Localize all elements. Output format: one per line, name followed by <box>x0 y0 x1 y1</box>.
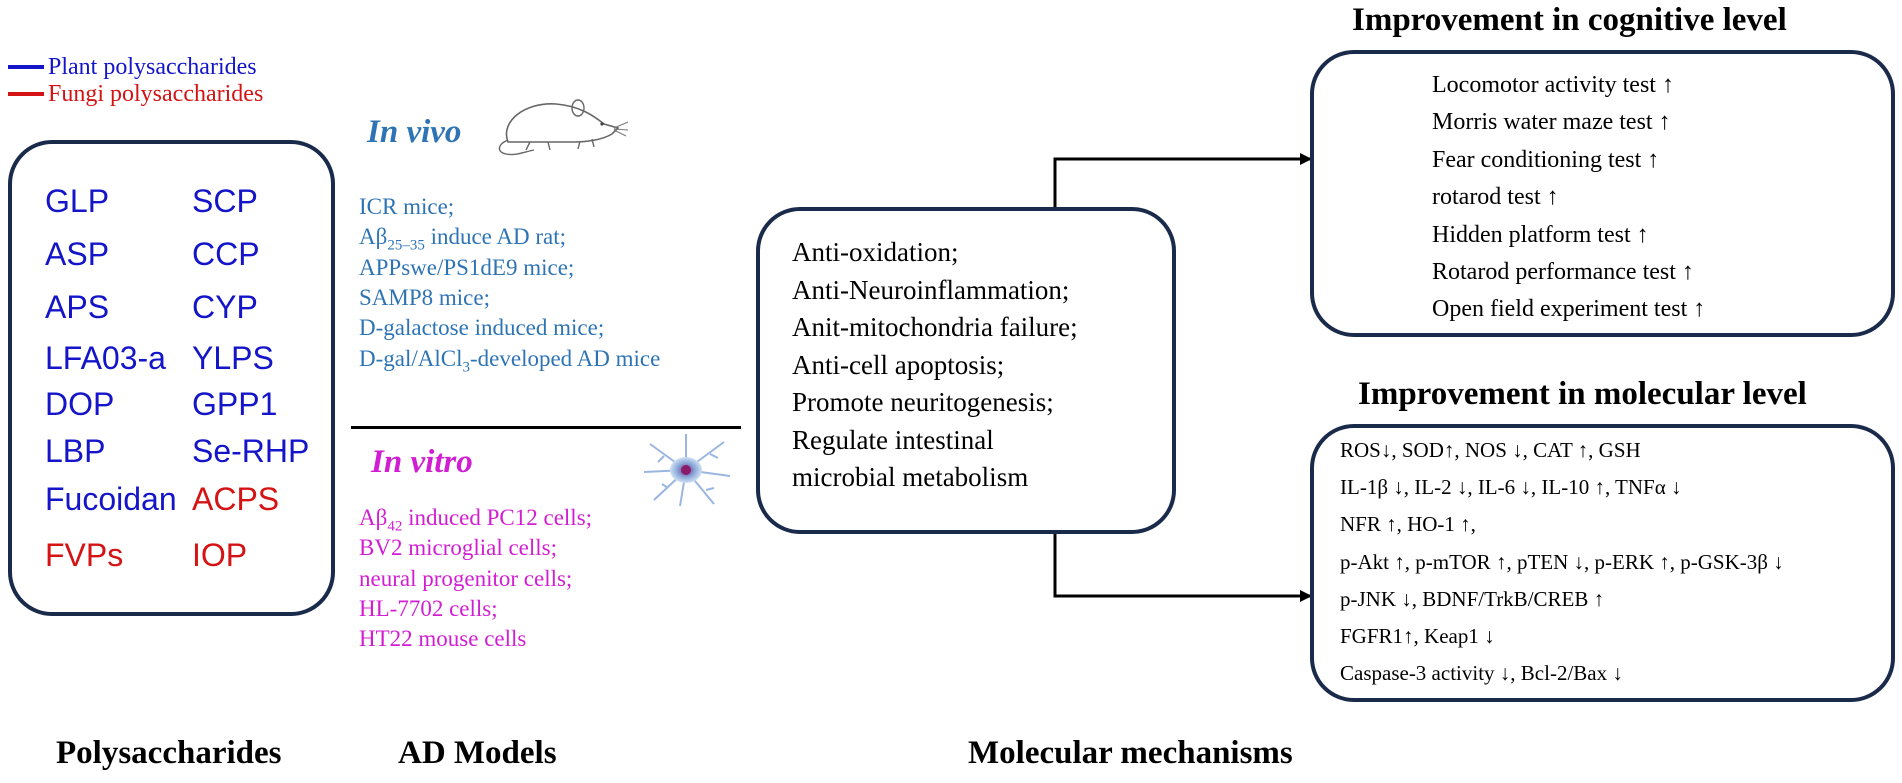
cognitive-test-item: Fear conditioning test ↑ <box>1432 146 1660 173</box>
molecular-marker-item: IL-1β ↓, IL-2 ↓, IL-6 ↓, IL-10 ↑, TNFα ↓ <box>1340 475 1682 500</box>
polysaccharide-fucoidan: Fucoidan <box>45 481 177 517</box>
cognitive-test-item: Rotarod performance test ↑ <box>1432 259 1694 286</box>
legend-fungi-label: Fungi polysaccharides <box>48 81 264 107</box>
in-vivo-model-item: D-gal/AlCl3-developed AD mice <box>359 344 660 383</box>
model-item-text: BV2 microglial cells; <box>359 535 558 561</box>
in-vitro-model-item: HL-7702 cells; <box>359 594 498 624</box>
in-vitro-model-item: neural progenitor cells; <box>359 564 572 594</box>
mechanism-item: Promote neuritogenesis; <box>792 387 1054 417</box>
in-vivo-model-item: ICR mice; <box>359 192 454 222</box>
legend-fungi: Fungi polysaccharides <box>8 81 263 107</box>
mechanism-item: Anti-Neuroinflammation; <box>792 274 1070 305</box>
polysaccharide-se-rhp: Se-RHP <box>192 433 310 469</box>
cognitive-test-item: rotarod test ↑ <box>1432 184 1559 211</box>
cognitive-test-item: Locomotor activity test ↑ <box>1432 72 1674 98</box>
model-item-text: neural progenitor cells; <box>359 565 573 591</box>
model-item-text: HL-7702 cells; <box>359 595 498 621</box>
model-item-text: HT22 mouse cells <box>359 626 527 652</box>
mechanism-item: Anit-mitochondria failure; <box>792 312 1078 342</box>
polysaccharides-box <box>8 140 335 616</box>
cognitive-box <box>1310 50 1895 337</box>
molecular-marker-item: NFR ↑, HO-1 ↑, <box>1340 512 1476 537</box>
polysaccharide-ylps: YLPS <box>192 340 274 376</box>
mechanism-item: microbial metabolism <box>792 462 1029 492</box>
model-item-text: Aβ <box>359 224 388 250</box>
in-vitro-model-item: BV2 microglial cells; <box>359 533 557 563</box>
cognitive-list: Locomotor activity test ↑ Morris water ma… <box>1432 67 1705 329</box>
in-vivo-model-item: SAMP8 mice; <box>359 283 490 313</box>
model-item-subscript: 25–35 <box>387 237 425 254</box>
legend-plant-line <box>8 65 44 69</box>
rat-icon <box>498 99 629 156</box>
model-item-subscript: 42 <box>387 518 403 535</box>
polysaccharide-ccp: CCP <box>192 236 260 272</box>
in-vivo-model-item: Aβ25–35 induce AD rat; <box>359 222 566 261</box>
model-item-text: D-galactose induced mice; <box>359 315 605 341</box>
mechanism-item: Regulate intestinal <box>792 424 994 455</box>
models-divider <box>351 426 741 429</box>
model-item-text: SAMP8 mice; <box>359 284 490 310</box>
cognitive-test-item: Open field experiment test ↑ <box>1432 296 1706 323</box>
label-molecular-mechanisms: Molecular mechanisms <box>968 735 1293 771</box>
molecular-marker-item: ROS↓, SOD↑, NOS ↓, CAT ↑, GSH <box>1340 438 1641 462</box>
polysaccharide-asp: ASP <box>45 236 110 272</box>
legend-plant-label: Plant polysaccharides <box>48 54 257 80</box>
mechanisms-list: Anti-oxidation; Anti-Neuroinflammation; An… <box>792 234 1078 497</box>
model-item-text-tail: -developed AD mice <box>470 345 661 371</box>
neuron-icon <box>643 434 731 507</box>
mechanism-item: Anti-cell apoptosis; <box>792 349 1005 380</box>
cognitive-title: Improvement in cognitive level <box>1352 2 1787 38</box>
model-item-subscript: 3 <box>462 359 471 376</box>
polysaccharide-lbp: LBP <box>45 433 106 469</box>
in-vivo-model-item: D-galactose induced mice; <box>359 313 604 343</box>
molecular-marker-item: p-JNK ↓, BDNF/TrkB/CREB ↑ <box>1340 586 1605 611</box>
legend-plant: Plant polysaccharides <box>8 54 257 80</box>
mechanism-item: Anti-oxidation; <box>792 237 959 267</box>
polysaccharide-cyp: CYP <box>192 289 258 325</box>
polysaccharide-dop: DOP <box>45 386 115 422</box>
in-vitro-model-item: Aβ42 induced PC12 cells; <box>359 503 592 542</box>
polysaccharide-aps: APS <box>45 289 110 325</box>
molecular-title: Improvement in molecular level <box>1358 376 1807 412</box>
polysaccharide-iop: IOP <box>192 537 248 573</box>
model-item-text: APPswe/PS1dE9 mice; <box>359 254 575 280</box>
in-vivo-heading: In vivo <box>367 114 462 150</box>
molecular-list: ROS↓, SOD↑, NOS ↓, CAT ↑, GSH IL-1β ↓, IL… <box>1340 432 1784 692</box>
molecular-marker-item: Caspase-3 activity ↓, Bcl-2/Bax ↓ <box>1340 661 1623 686</box>
label-ad-models: AD Models <box>398 735 557 771</box>
polysaccharide-fvps: FVPs <box>45 537 124 573</box>
cognitive-test-item: Morris water maze test ↑ <box>1432 109 1671 136</box>
model-item-text: Aβ <box>359 505 388 530</box>
in-vivo-model-item: APPswe/PS1dE9 mice; <box>359 253 574 283</box>
model-item-text: ICR mice; <box>359 194 455 219</box>
label-polysaccharides: Polysaccharides <box>56 735 282 771</box>
in-vitro-heading: In vitro <box>371 444 473 480</box>
polysaccharide-gpp1: GPP1 <box>192 386 278 422</box>
polysaccharide-scp: SCP <box>192 183 258 219</box>
legend-fungi-line <box>8 92 44 96</box>
in-vitro-model-item: HT22 mouse cells <box>359 624 526 654</box>
molecular-box <box>1310 424 1895 702</box>
model-item-text-tail: induced PC12 cells; <box>402 505 593 530</box>
arrow-to-molecular <box>1053 534 1312 602</box>
molecular-marker-item: p-Akt ↑, p-mTOR ↑, pTEN ↓, p-ERK ↑, p-GS… <box>1340 549 1784 574</box>
polysaccharide-lfa03-a: LFA03-a <box>45 340 166 376</box>
cognitive-test-item: Hidden platform test ↑ <box>1432 221 1649 248</box>
molecular-marker-item: FGFR1↑, Keap1 ↓ <box>1340 624 1495 649</box>
model-item-text: D-gal/AlCl <box>359 345 463 371</box>
polysaccharide-glp: GLP <box>45 183 110 219</box>
mechanisms-box <box>756 207 1176 534</box>
model-item-text-tail: induce AD rat; <box>424 224 566 250</box>
polysaccharide-acps: ACPS <box>192 481 280 517</box>
arrow-to-cognitive <box>1053 153 1312 207</box>
